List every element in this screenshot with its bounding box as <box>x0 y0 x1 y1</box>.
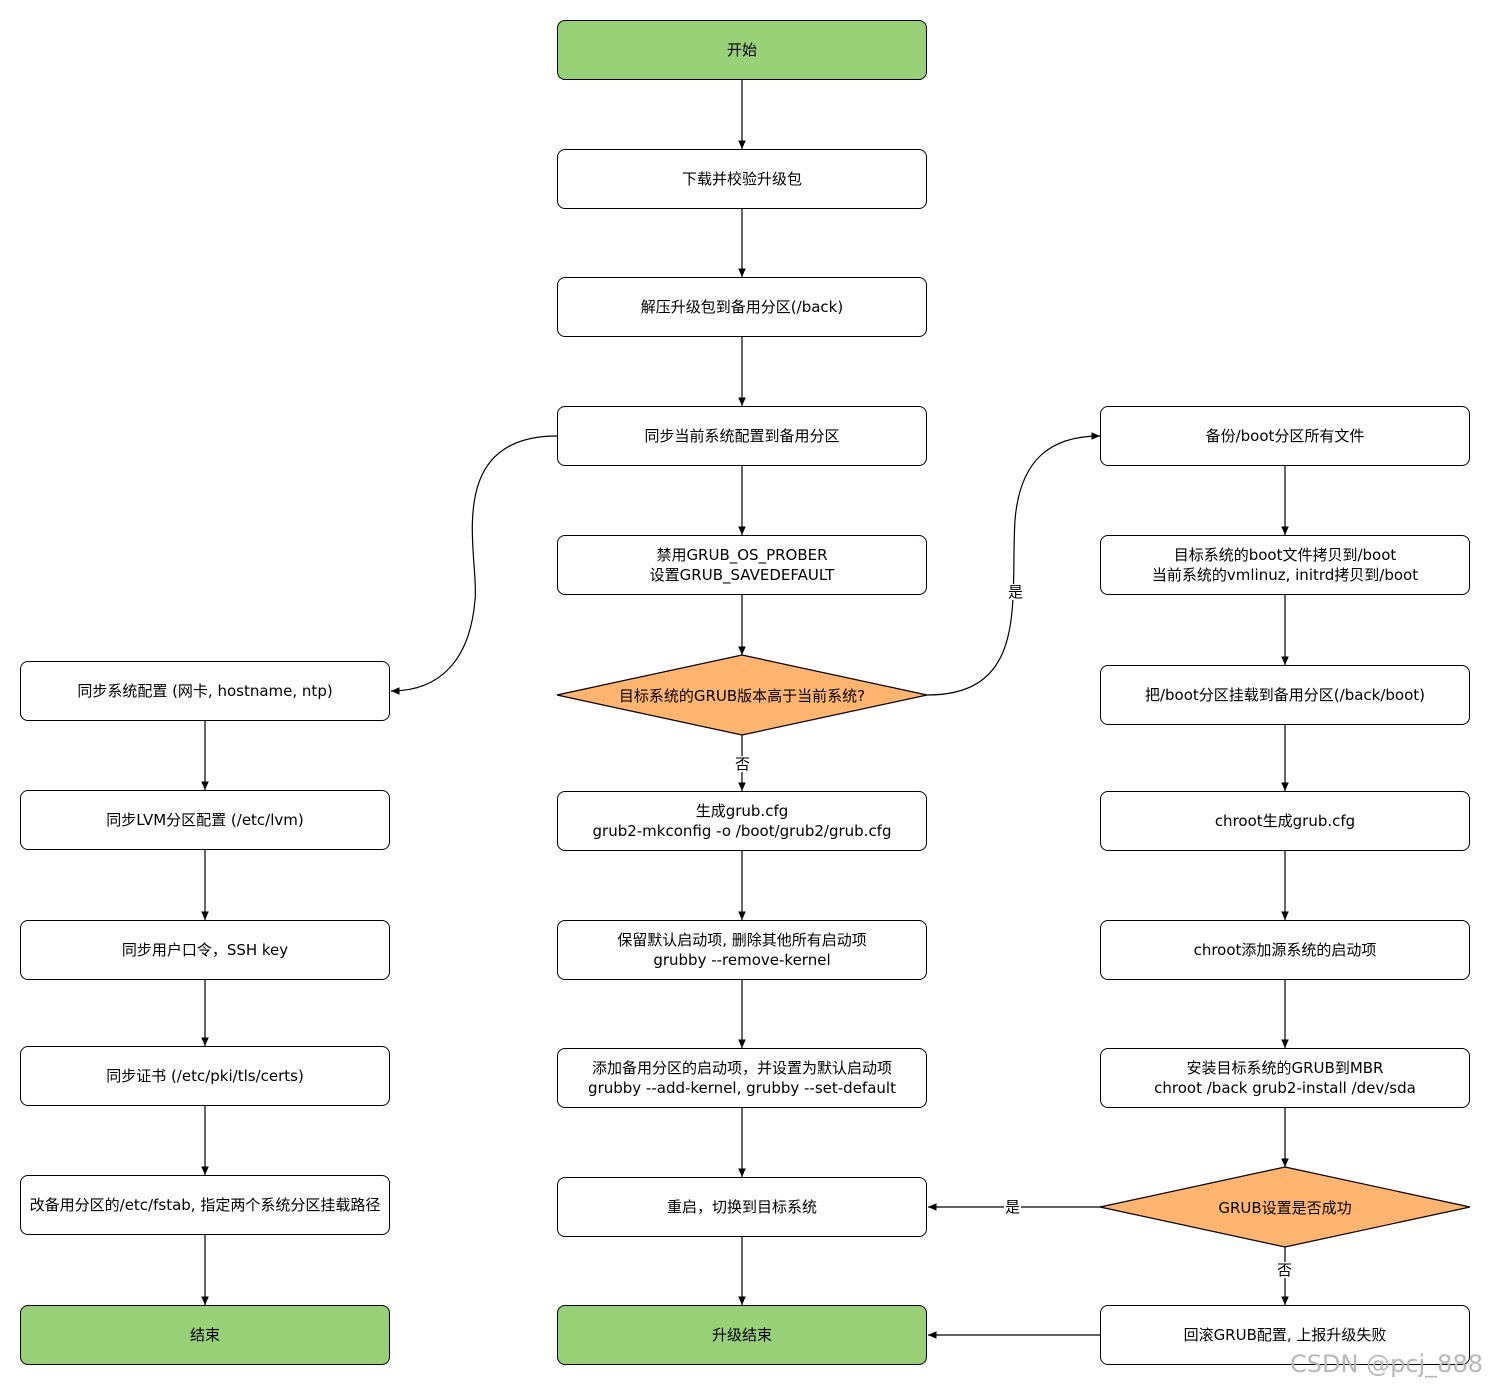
edit-fstab-node: 改备用分区的/etc/fstab, 指定两个系统分区挂载路径 <box>20 1175 390 1235</box>
install-grub-node: 安装目标系统的GRUB到MBR chroot /back grub2-insta… <box>1100 1048 1470 1108</box>
decision-grub-ok-shape <box>1099 1166 1471 1248</box>
decision-grub-ok-label: GRUB设置是否成功 <box>1218 1198 1352 1217</box>
download-node: 下载并校验升级包 <box>557 149 927 209</box>
edge-label-no-rollback: 否 <box>1276 1261 1294 1279</box>
copy-boot-node: 目标系统的boot文件拷贝到/boot 当前系统的vmlinuz, initrd… <box>1100 535 1470 595</box>
reboot-node: 重启，切换到目标系统 <box>557 1177 927 1237</box>
edge-decision-yes <box>926 432 1101 696</box>
edge-label-yes-left: 是 <box>1004 1198 1022 1216</box>
add-entry-node: 添加备用分区的启动项，并设置为默认启动项 grubby --add-kernel… <box>557 1048 927 1108</box>
rollback-node: 回滚GRUB配置, 上报升级失败 <box>1100 1305 1470 1365</box>
edge-sync-to-left <box>390 435 558 695</box>
upgrade-end-node: 升级结束 <box>557 1305 927 1365</box>
edge-label-yes-right: 是 <box>1007 583 1025 601</box>
sync-sys-node: 同步系统配置 (网卡, hostname, ntp) <box>20 661 390 721</box>
watermark: CSDN @pcj_888 <box>1290 1350 1483 1378</box>
backup-boot-node: 备份/boot分区所有文件 <box>1100 406 1470 466</box>
sync-user-node: 同步用户口令，SSH key <box>20 920 390 980</box>
mount-boot-node: 把/boot分区挂载到备用分区(/back/boot) <box>1100 665 1470 725</box>
end-node: 结束 <box>20 1305 390 1365</box>
chroot-add-node: chroot添加源系统的启动项 <box>1100 920 1470 980</box>
decision-grub-newer-label: 目标系统的GRUB版本高于当前系统? <box>618 686 866 705</box>
extract-node: 解压升级包到备用分区(/back) <box>557 277 927 337</box>
start-node: 开始 <box>557 20 927 80</box>
sync-lvm-node: 同步LVM分区配置 (/etc/lvm) <box>20 790 390 850</box>
decision-grub-newer-shape <box>556 654 928 736</box>
keep-default-node: 保留默认启动项, 删除其他所有启动项 grubby --remove-kerne… <box>557 920 927 980</box>
gen-grub-cfg-node: 生成grub.cfg grub2-mkconfig -o /boot/grub2… <box>557 791 927 851</box>
sync-config-node: 同步当前系统配置到备用分区 <box>557 406 927 466</box>
sync-certs-node: 同步证书 (/etc/pki/tls/certs) <box>20 1046 390 1106</box>
disable-prober-node: 禁用GRUB_OS_PROBER 设置GRUB_SAVEDEFAULT <box>557 535 927 595</box>
chroot-gen-node: chroot生成grub.cfg <box>1100 791 1470 851</box>
edge-label-no-down: 否 <box>734 755 752 773</box>
